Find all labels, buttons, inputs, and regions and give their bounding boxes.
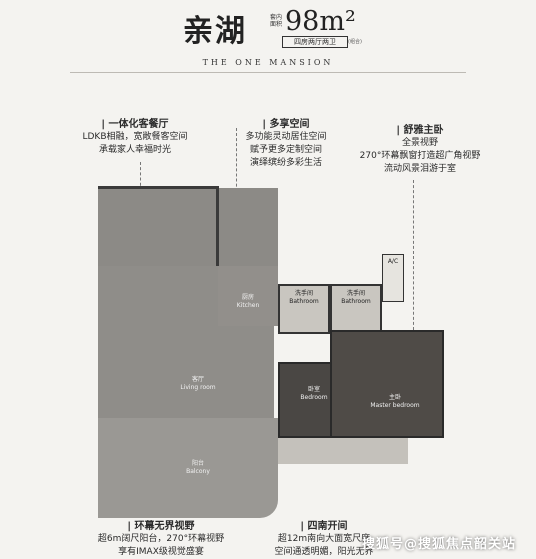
- callout-line: [413, 180, 414, 330]
- feature-line: 超6m阔尺阳台，270°环幕视野: [97, 534, 225, 544]
- feature-line: 流动风景泪游于室: [383, 164, 456, 174]
- room-label-ac: A/C: [387, 258, 399, 265]
- room-en: Master bedroom: [370, 402, 420, 409]
- master-bedroom-area: [330, 330, 444, 438]
- dining-area: [98, 188, 278, 266]
- wall: [216, 186, 219, 266]
- feature-title: | 舒雅主卧: [396, 125, 444, 136]
- feature-line: 享有IMAX级视觉盛宴: [118, 547, 204, 557]
- feature-master-bedroom: | 舒雅主卧 全景视野 270°环幕飘窗打造超广角视野 流动风景泪游于室: [340, 124, 500, 176]
- room-en: Bathroom: [289, 298, 319, 305]
- room-cn: 洗手间: [346, 290, 365, 297]
- area-side-label: 套内面积: [270, 14, 283, 28]
- feature-title: | 环幕无界视野: [127, 521, 195, 532]
- bathroom-2: [330, 284, 382, 334]
- room-en: Bathroom: [341, 298, 371, 305]
- feature-title: | 一体化客餐厅: [101, 119, 169, 130]
- room-cn: 阳台: [191, 460, 204, 467]
- room-label-bath1: 洗手间 Bathroom: [280, 290, 328, 306]
- room-cn: 主卧: [388, 394, 401, 401]
- room-cn: 卧室: [307, 386, 320, 393]
- header-divider: [70, 72, 466, 73]
- watermark: 搜狐号@搜狐焦点韶关站: [361, 537, 516, 552]
- feature-south-bays: | 四南开间 超12m南向大面宽尺度 空间通透明媚，阳光无界: [256, 520, 392, 559]
- project-subtitle: THE ONE MANSION: [202, 58, 334, 67]
- room-cn: 洗手间: [294, 290, 313, 297]
- wall: [98, 186, 218, 189]
- feature-line: 超12m南向大面宽尺度: [277, 534, 371, 544]
- feature-line: LDKB相融，宽敞餐客空间: [82, 132, 188, 142]
- room-label-bath2: 洗手间 Bathroom: [332, 290, 380, 306]
- room-label-bedroom: 卧室 Bedroom: [284, 386, 344, 402]
- room-label-kitchen: 厨房 Kitchen: [222, 294, 274, 310]
- feature-line: 270°环幕飘窗打造超广角视野: [359, 151, 481, 161]
- room-en: Living room: [180, 384, 216, 391]
- room-cn: 厨房: [241, 294, 254, 301]
- bathroom-1: [278, 284, 330, 334]
- feature-balcony-view: | 环幕无界视野 超6m阔尺阳台，270°环幕视野 享有IMAX级视觉盛宴: [92, 520, 230, 559]
- room-en: Balcony: [186, 468, 210, 475]
- feature-title: | 四南开间: [300, 521, 348, 532]
- feature-dining-living: | 一体化客餐厅 LDKB相融，宽敞餐客空间 承载家人幸福时光: [70, 118, 200, 157]
- feature-multi-space: | 多享空间 多功能灵动居住空间 赋予更多定制空间 演绎缤纷多彩生活: [228, 118, 344, 170]
- room-en: Bedroom: [300, 394, 328, 401]
- room-label-living: 客厅 Living room: [168, 376, 228, 392]
- feature-line: 赋予更多定制空间: [249, 145, 322, 155]
- ac-unit: [382, 254, 404, 302]
- feature-line: 承载家人幸福时光: [98, 145, 171, 155]
- plan-title: 亲湖: [183, 14, 247, 49]
- feature-line: 全景视野: [401, 138, 438, 148]
- balcony-area: [98, 418, 278, 518]
- kitchen-area: [218, 266, 278, 326]
- room-cn: 客厅: [191, 376, 204, 383]
- feature-title: | 多享空间: [262, 119, 310, 130]
- room-label-balcony: 阳台 Balcony: [168, 460, 228, 476]
- feature-line: 演绎缤纷多彩生活: [249, 158, 322, 168]
- feature-line: 多功能灵动居住空间: [245, 132, 327, 142]
- floor-plan: 厨房 Kitchen 洗手间 Bathroom 洗手间 Bathroom A/C…: [98, 180, 478, 540]
- feature-line: 空间通透明媚，阳光无界: [274, 547, 374, 557]
- room-en: Kitchen: [236, 302, 260, 309]
- layout-note: (组合): [348, 39, 362, 45]
- bay-window: [278, 438, 408, 464]
- layout-type: 四房两厅两卫: [282, 36, 348, 48]
- room-label-master: 主卧 Master bedroom: [360, 394, 430, 410]
- area-value: 98m²: [285, 6, 356, 37]
